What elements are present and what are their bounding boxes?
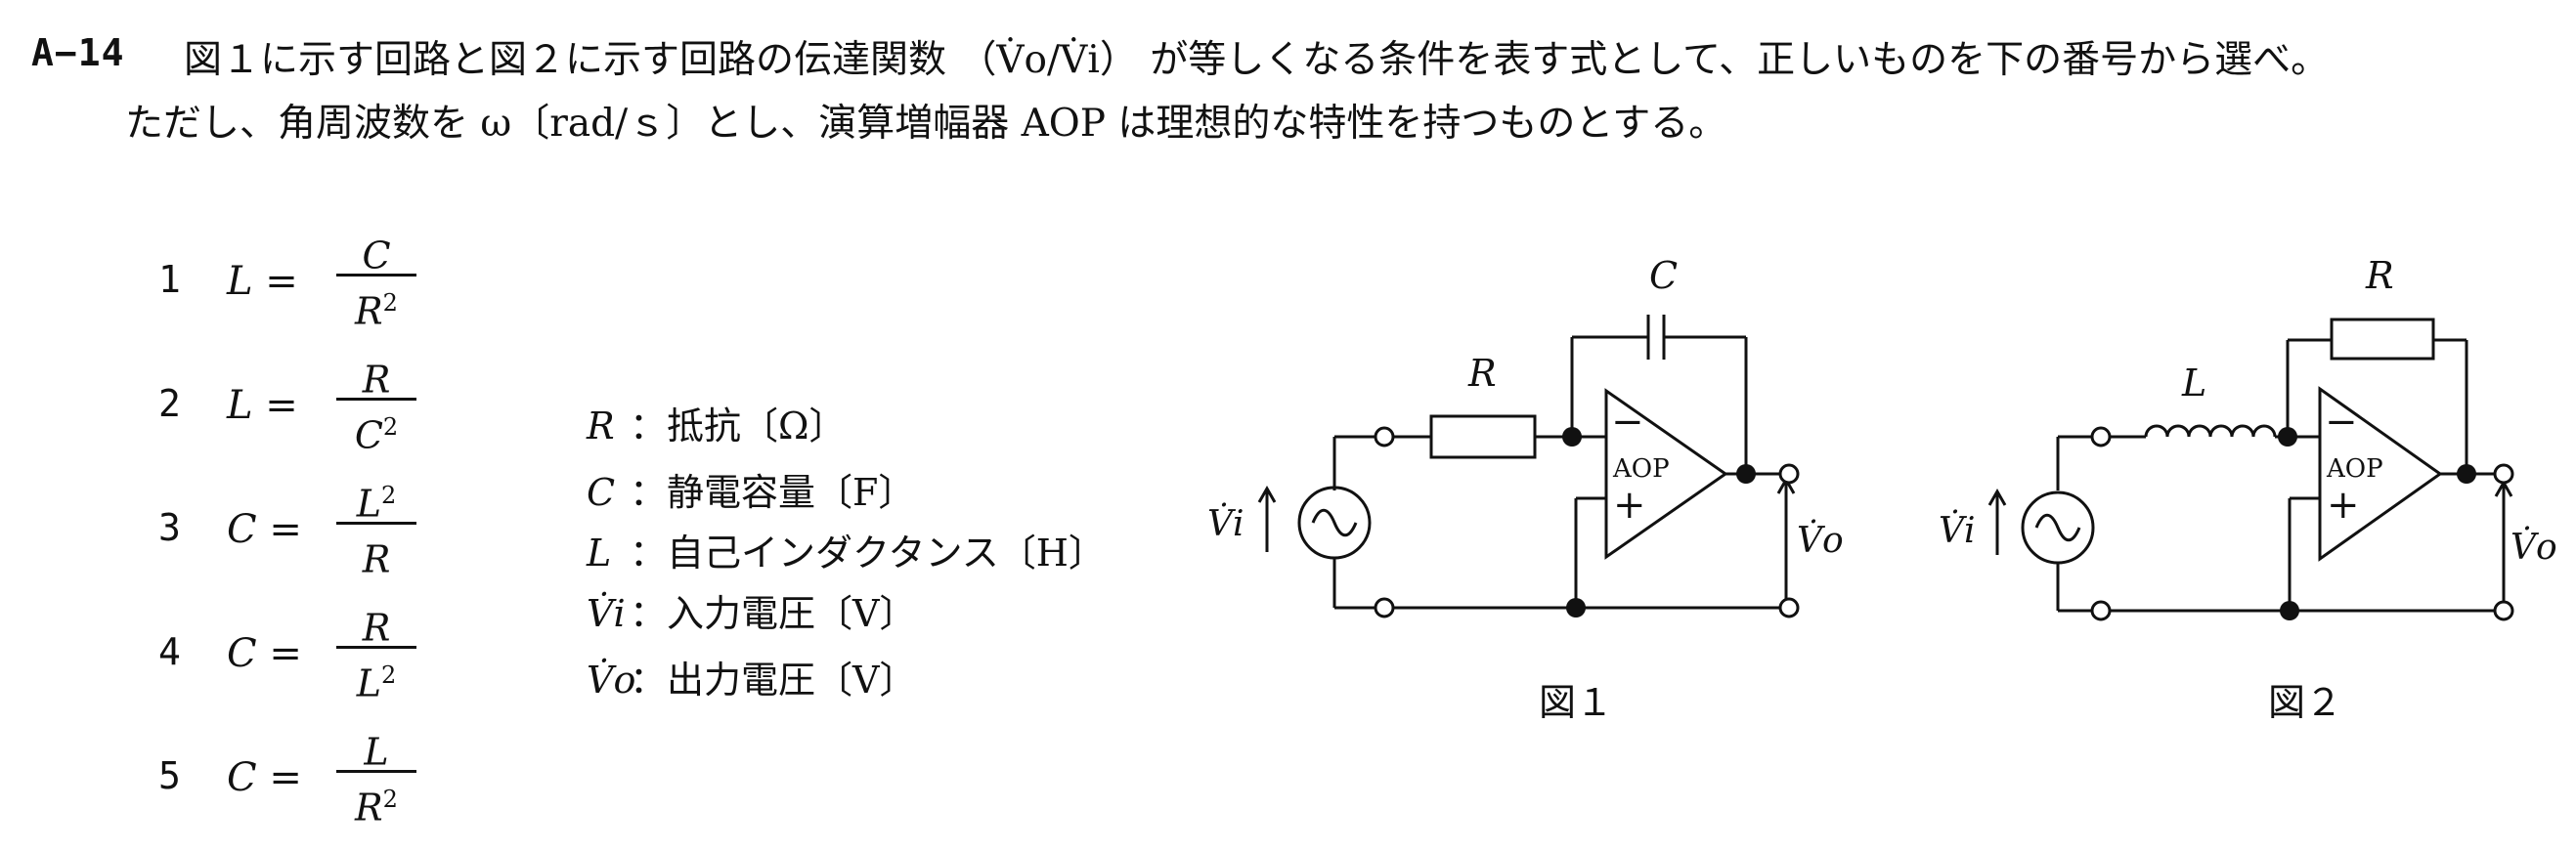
fraction-bar xyxy=(336,770,416,773)
fig1-plus: + xyxy=(1613,483,1646,528)
figure-1-caption: 図１ xyxy=(1539,681,1613,724)
fig2-vo-label: V̇o xyxy=(2511,527,2557,568)
denominator: C xyxy=(354,413,383,457)
denominator-exponent: 2 xyxy=(380,661,397,689)
option-lhs: C = xyxy=(227,755,302,800)
fig2-vi-label: V̇i xyxy=(1939,510,1976,551)
legend-symbol: L xyxy=(587,532,612,575)
terminal-in-top-fig2 xyxy=(2090,426,2112,447)
option-number: 4 xyxy=(158,630,181,673)
legend-item-vi: V̇i：入力電圧〔V〕 xyxy=(587,583,916,637)
denominator: R xyxy=(355,786,383,830)
fraction-bar xyxy=(336,646,416,649)
option-number: 2 xyxy=(158,382,181,425)
numerator: R xyxy=(362,606,391,650)
figure-2-circuit xyxy=(1987,318,2513,613)
numerator: L xyxy=(356,482,381,526)
denominator: L xyxy=(356,661,381,705)
legend-symbol: V̇o xyxy=(587,659,636,702)
numerator-exponent: 2 xyxy=(380,482,397,509)
fig1-r-label: R xyxy=(1467,352,1497,395)
option-2: 2 L = R C2 xyxy=(158,347,416,460)
option-lhs: C = xyxy=(227,507,302,552)
fig1-vo-label: V̇o xyxy=(1797,520,1844,561)
terminal-in-bottom-fig1 xyxy=(1374,597,1395,618)
opamp-fig2 xyxy=(2318,386,2443,562)
option-fraction: L2 R xyxy=(332,471,420,581)
option-fraction: R C2 xyxy=(332,347,420,457)
legend-text: ：静電容量〔F〕 xyxy=(630,471,916,514)
denominator-exponent: 2 xyxy=(382,786,398,813)
terminal-out-top-fig2 xyxy=(2493,463,2514,485)
denominator: R xyxy=(355,289,383,333)
option-number: 5 xyxy=(158,754,181,797)
option-3: 3 C = L2 R xyxy=(158,471,416,584)
denominator-exponent: 2 xyxy=(382,289,398,317)
terminal-out-bottom-fig1 xyxy=(1778,597,1800,618)
option-lhs: C = xyxy=(227,631,302,676)
inductor-l-fig2 xyxy=(2144,424,2277,438)
legend-symbol: R xyxy=(587,405,615,447)
legend-item-l: L ：自己インダクタンス〔H〕 xyxy=(587,523,1106,576)
fig1-minus: − xyxy=(1611,400,1644,445)
question-number: A−14 xyxy=(31,31,125,74)
fig2-r-label: R xyxy=(2365,254,2394,297)
resistor-r-fig1 xyxy=(1429,414,1537,459)
fig1-c-label: C xyxy=(1649,254,1678,297)
option-number: 3 xyxy=(158,506,181,549)
legend-symbol: C xyxy=(587,471,616,514)
option-fraction: R L2 xyxy=(332,595,420,705)
fig2-plus: + xyxy=(2327,483,2360,528)
terminal-in-bottom-fig2 xyxy=(2090,600,2112,621)
denominator: R xyxy=(362,537,391,581)
junction-dot xyxy=(2278,427,2297,447)
junction-dot xyxy=(2457,464,2476,484)
fig2-minus: − xyxy=(2325,400,2358,445)
option-fraction: L R2 xyxy=(332,719,420,830)
option-fraction: C R2 xyxy=(332,223,420,333)
option-4: 4 C = R L2 xyxy=(158,595,416,708)
opamp-fig1 xyxy=(1604,388,1728,560)
denominator-exponent: 2 xyxy=(382,413,399,441)
option-lhs: L = xyxy=(227,259,298,304)
fraction-bar xyxy=(336,274,416,277)
resistor-r-fig2 xyxy=(2330,318,2435,361)
junction-dot xyxy=(1736,464,1756,484)
numerator: R xyxy=(362,358,391,402)
terminal-in-top-fig1 xyxy=(1374,426,1395,447)
fraction-bar xyxy=(336,398,416,401)
figure-1-circuit xyxy=(1257,315,1796,610)
legend-item-vo: V̇o：出力電圧〔V〕 xyxy=(587,650,916,703)
junction-dot xyxy=(1562,427,1582,447)
legend-item-r: R ：抵抗〔Ω〕 xyxy=(587,396,847,449)
option-lhs: L = xyxy=(227,383,298,428)
legend-text: ：入力電圧〔V〕 xyxy=(630,592,917,635)
question-text-line1: 図１に示す回路と図２に示す回路の伝達関数 （V̇o/V̇i） が等しくなる条件を… xyxy=(184,38,2330,82)
fig2-opamp-label: AOP xyxy=(2326,454,2383,484)
option-5: 5 C = L R2 xyxy=(158,719,416,832)
junction-dot xyxy=(2280,601,2299,620)
fig2-l-label: L xyxy=(2181,362,2206,405)
numerator: C xyxy=(362,234,391,277)
option-number: 1 xyxy=(158,258,181,301)
legend-text: ：自己インダクタンス〔H〕 xyxy=(630,532,1106,575)
fraction-bar xyxy=(336,522,416,525)
question-text-line2: ただし、角周波数を ω〔rad/ｓ〕とし、演算増幅器 AOP は理想的な特性を持… xyxy=(125,102,1727,146)
legend-text: ：出力電圧〔V〕 xyxy=(630,659,917,702)
fig1-opamp-label: AOP xyxy=(1612,454,1670,484)
legend-symbol: V̇i xyxy=(587,592,626,635)
figure-2-caption: 図２ xyxy=(2268,681,2342,724)
junction-dot xyxy=(1566,598,1586,618)
fig1-vi-label: V̇i xyxy=(1207,503,1244,544)
legend-text: ：抵抗〔Ω〕 xyxy=(630,405,847,447)
terminal-out-bottom-fig2 xyxy=(2493,600,2514,621)
terminal-out-top-fig1 xyxy=(1778,463,1800,485)
legend-item-c: C ：静電容量〔F〕 xyxy=(587,462,915,516)
option-1: 1 L = C R2 xyxy=(158,223,416,336)
numerator: L xyxy=(364,730,389,774)
